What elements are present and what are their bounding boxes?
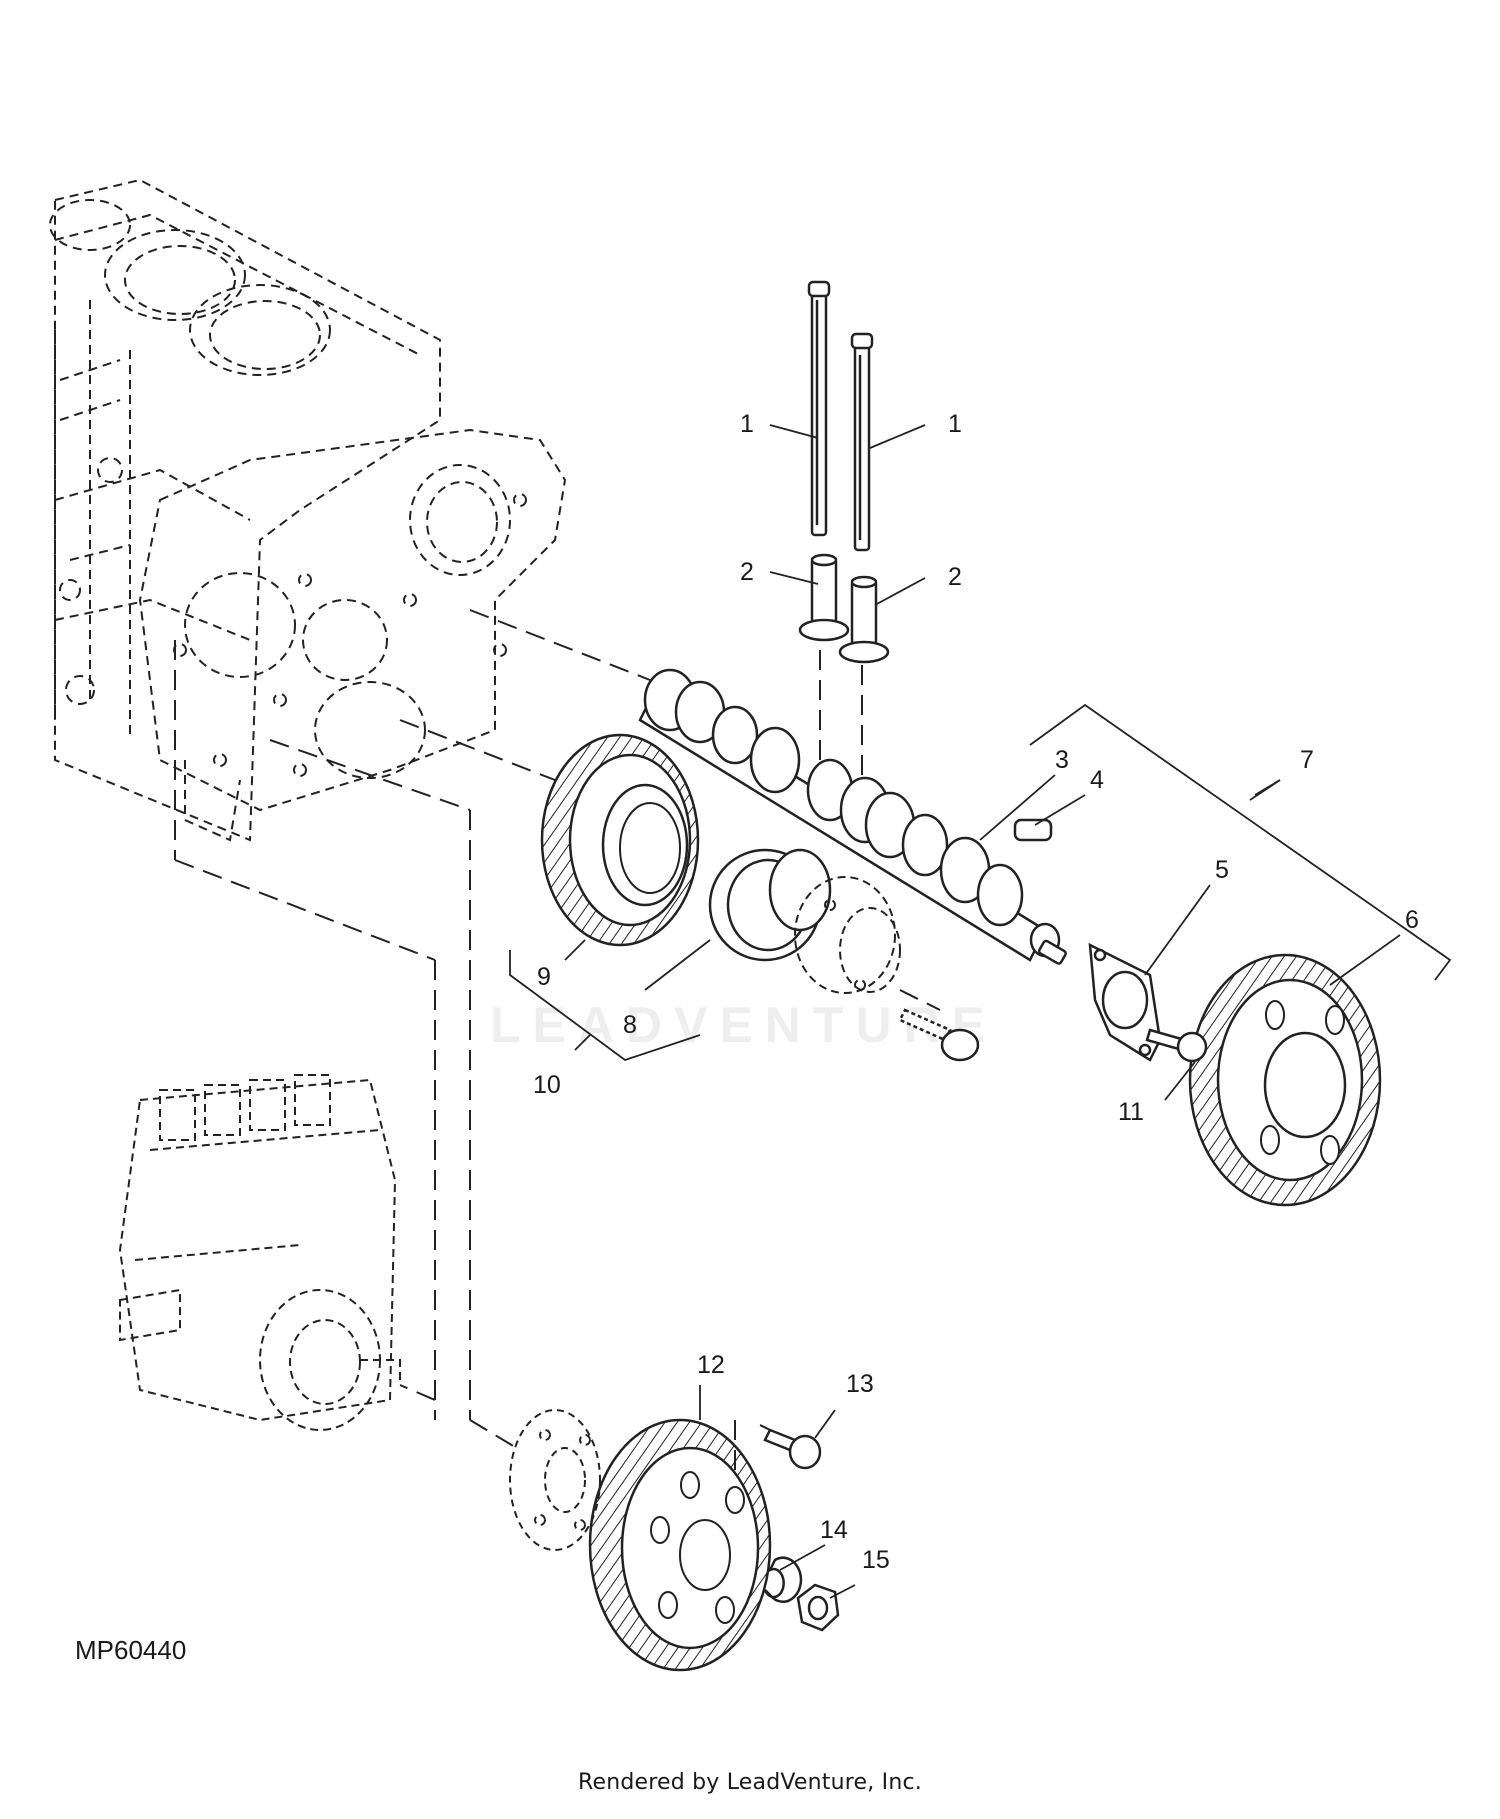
callout-4: 4 <box>1090 766 1104 794</box>
callout-9: 9 <box>537 963 551 991</box>
callout-1-right: 1 <box>948 410 962 438</box>
callout-3: 3 <box>1055 746 1069 774</box>
figure-id: MP60440 <box>75 1635 187 1665</box>
callout-11: 11 <box>1118 1098 1144 1126</box>
engine-block-illustration <box>49 178 441 842</box>
push-rod-left <box>807 280 831 537</box>
nut-illustration <box>796 1583 840 1632</box>
idler-shaft-illustration <box>794 876 901 994</box>
pump-gear-bolt-illustration <box>763 1428 822 1470</box>
callout-15: 15 <box>862 1546 890 1574</box>
callout-2-right: 2 <box>948 563 962 591</box>
callout-1-left: 1 <box>740 410 754 438</box>
lock-washer-illustration <box>763 1556 803 1603</box>
camshaft-gear-illustration <box>1188 953 1382 1207</box>
callout-8: 8 <box>623 1011 637 1039</box>
thrust-plate-bolt-illustration <box>1145 1028 1208 1063</box>
injection-pump-illustration <box>118 1074 401 1431</box>
callout-labels: 1 1 2 2 3 4 5 6 7 8 9 10 11 12 13 14 15 <box>533 410 1419 1574</box>
callout-10: 10 <box>533 1071 561 1099</box>
idler-gear-illustration <box>540 733 700 947</box>
pump-flange-illustration <box>509 1409 601 1551</box>
callout-12: 12 <box>697 1351 725 1379</box>
injection-pump-gear-illustration <box>588 1418 772 1672</box>
callout-5: 5 <box>1215 856 1229 884</box>
push-rod-right <box>850 332 874 552</box>
watermark-text: LEADVENTURE <box>490 997 997 1053</box>
leader-lines <box>509 424 1452 1599</box>
tappet-left <box>798 553 850 642</box>
callout-13: 13 <box>846 1370 874 1398</box>
callout-7: 7 <box>1300 746 1314 774</box>
front-plate-illustration <box>138 428 567 842</box>
callout-2-left: 2 <box>740 558 754 586</box>
camshaft-illustration <box>638 668 1067 965</box>
thrust-plate-illustration <box>1088 942 1162 1062</box>
bushing-illustration <box>708 840 832 962</box>
idler-bolt-illustration <box>898 1008 980 1062</box>
key-illustration <box>1013 818 1053 842</box>
callout-6: 6 <box>1405 906 1419 934</box>
tappet-right <box>838 575 890 664</box>
callout-14: 14 <box>820 1516 848 1544</box>
render-credit: Rendered by LeadVenture, Inc. <box>578 1770 922 1795</box>
